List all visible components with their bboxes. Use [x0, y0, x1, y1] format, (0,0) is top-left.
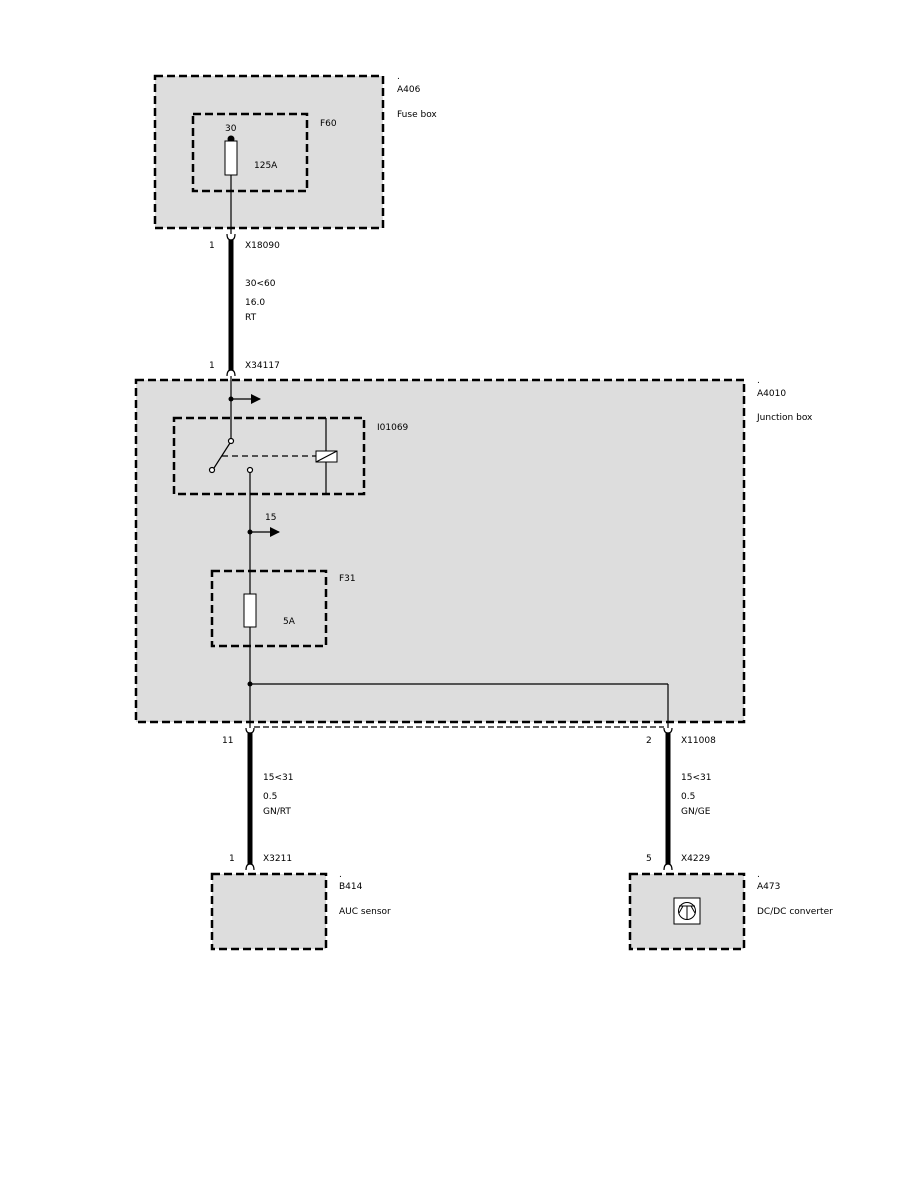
connector-x4229-pin: 5	[646, 854, 652, 864]
connector-x18090-pin: 1	[209, 241, 215, 251]
wire-dcdc-size: 0.5	[681, 792, 695, 802]
auc-sensor-dot: .	[339, 870, 342, 880]
wire-main-circuit: 30<60	[245, 279, 276, 289]
dcdc-converter-name: DC/DC converter	[757, 907, 833, 917]
connector-x18090-symbol	[226, 233, 236, 241]
connector-x11008-code: X11008	[681, 736, 716, 746]
relay-i01069-frame	[172, 416, 366, 496]
connector-x3211-code: X3211	[263, 854, 292, 864]
relay-contact-out	[246, 466, 254, 474]
dcdc-converter-dot: .	[757, 870, 760, 880]
relay-i01069-code: I01069	[377, 423, 409, 433]
connector-x11008-pin2: 2	[646, 736, 652, 746]
connector-x34117-symbol	[226, 369, 236, 377]
connector-x34117-pin: 1	[209, 361, 215, 371]
junction-box-a4010	[134, 378, 746, 724]
terminal-15-label: 15	[265, 513, 276, 523]
fuse-f60-code: F60	[320, 119, 337, 129]
connector-x3211-symbol	[245, 863, 255, 871]
fuse-f31-frame	[210, 569, 328, 648]
fuse-f60-frame	[191, 112, 309, 193]
connector-x11008-pin11: 11	[222, 736, 233, 746]
wire-dcdc-circuit: 15<31	[681, 773, 711, 783]
wire-auc-circuit: 15<31	[263, 773, 293, 783]
junction-box-code: A4010	[757, 389, 786, 399]
dcdc-converter-code: A473	[757, 882, 780, 892]
auc-sensor-b414	[210, 872, 328, 951]
connector-x34117-code: X34117	[245, 361, 280, 371]
connector-x11008-pin2-symbol	[663, 727, 673, 734]
fuse-f31-rating: 5A	[283, 617, 296, 627]
fuse-f31-code: F31	[339, 574, 356, 584]
connector-x3211-pin: 1	[229, 854, 235, 864]
fuse-f60-symbol	[224, 140, 238, 176]
auc-sensor-code: B414	[339, 882, 363, 892]
junction-box-name: Junction box	[756, 413, 813, 423]
connector-x4229-code: X4229	[681, 854, 710, 864]
wire-dcdc-color: GN/GE	[681, 807, 711, 817]
connector-x18090-code: X18090	[245, 241, 280, 251]
fuse-f60-terminal: 30	[225, 124, 237, 134]
fuse-box-name: Fuse box	[397, 110, 437, 120]
fuse-box-code: A406	[397, 85, 421, 95]
relay-contact-common	[227, 437, 235, 445]
wire-main-color: RT	[245, 313, 257, 323]
connector-x4229-symbol	[663, 863, 673, 871]
wire-main-size: 16.0	[245, 298, 265, 308]
fuse-f31-symbol	[243, 593, 257, 628]
fuse-f60-rating: 125A	[254, 161, 278, 171]
relay-contact-no	[208, 466, 216, 474]
junction-box-dot: .	[757, 376, 760, 386]
relay-coil-diag	[315, 450, 338, 463]
wire-auc-color: GN/RT	[263, 807, 291, 817]
connector-x11008-pin11-symbol	[245, 727, 255, 734]
auc-sensor-name: AUC sensor	[339, 907, 391, 917]
wire-auc-size: 0.5	[263, 792, 277, 802]
fuse-box-a406	[153, 74, 385, 230]
transistor-icon	[673, 897, 701, 925]
fuse-box-dot: .	[397, 72, 400, 82]
